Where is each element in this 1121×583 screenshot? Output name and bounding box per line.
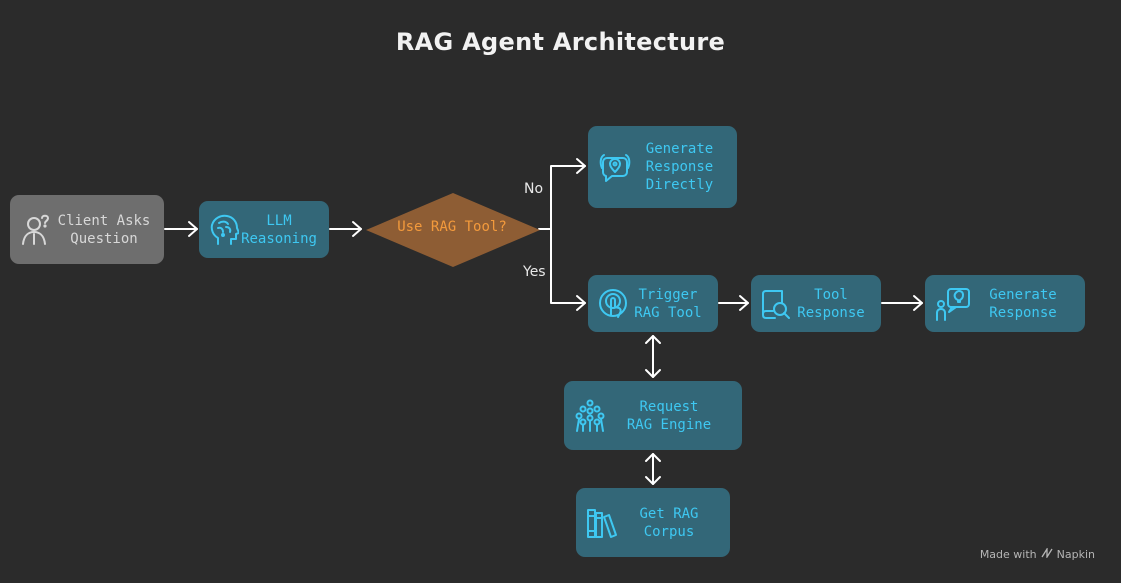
edge-decision-branch [538, 158, 586, 311]
node-label: Generate Response [989, 286, 1057, 321]
diagram-title: RAG Agent Architecture [395, 28, 726, 56]
node-label: Request RAG Engine [626, 398, 712, 433]
node-tool-response: Tool Response [751, 275, 881, 332]
watermark-prefix: Made with [979, 548, 1037, 561]
edge-trigger-request [645, 335, 661, 378]
speech-location-icon [598, 150, 632, 184]
node-label: Client Asks Question [57, 212, 151, 247]
edge-client-to-llm [164, 221, 198, 237]
watermark-brand: Napkin [1056, 548, 1095, 561]
node-get-rag-corpus: Get RAG Corpus [576, 488, 730, 557]
node-client-asks-question: Client Asks Question [10, 195, 164, 264]
books-icon [586, 507, 618, 539]
atomium-icon [574, 399, 606, 433]
node-label: LLM Reasoning [241, 212, 317, 247]
edge-llm-to-decision [329, 221, 362, 237]
node-generate-response: Generate Response [925, 275, 1085, 332]
person-idea-icon [935, 287, 971, 321]
edge-label-no: No [524, 181, 544, 197]
node-generate-response-directly: Generate Response Directly [588, 126, 737, 208]
node-label: Tool Response [797, 286, 865, 321]
node-label: Trigger RAG Tool [634, 286, 702, 321]
edge-request-corpus [645, 453, 661, 485]
brain-head-icon [209, 214, 239, 246]
napkin-watermark: Made with Napkin [979, 546, 1095, 561]
napkin-logo-icon [1041, 546, 1053, 561]
edge-trigger-to-tool-response [718, 295, 749, 311]
node-request-rag-engine: Request RAG Engine [564, 381, 742, 450]
decision-label: Use RAG Tool? [397, 219, 507, 235]
edge-label-yes: Yes [523, 264, 546, 280]
node-label: Generate Response Directly [645, 141, 714, 193]
pointer-tap-icon [598, 288, 628, 320]
node-llm-reasoning: LLM Reasoning [199, 201, 329, 258]
person-question-icon [20, 213, 54, 247]
book-search-icon [761, 288, 791, 320]
node-label: Get RAG Corpus [639, 505, 699, 540]
node-trigger-rag-tool: Trigger RAG Tool [588, 275, 718, 332]
decision-diamond [366, 193, 540, 267]
edge-tool-response-to-generate [881, 295, 923, 311]
